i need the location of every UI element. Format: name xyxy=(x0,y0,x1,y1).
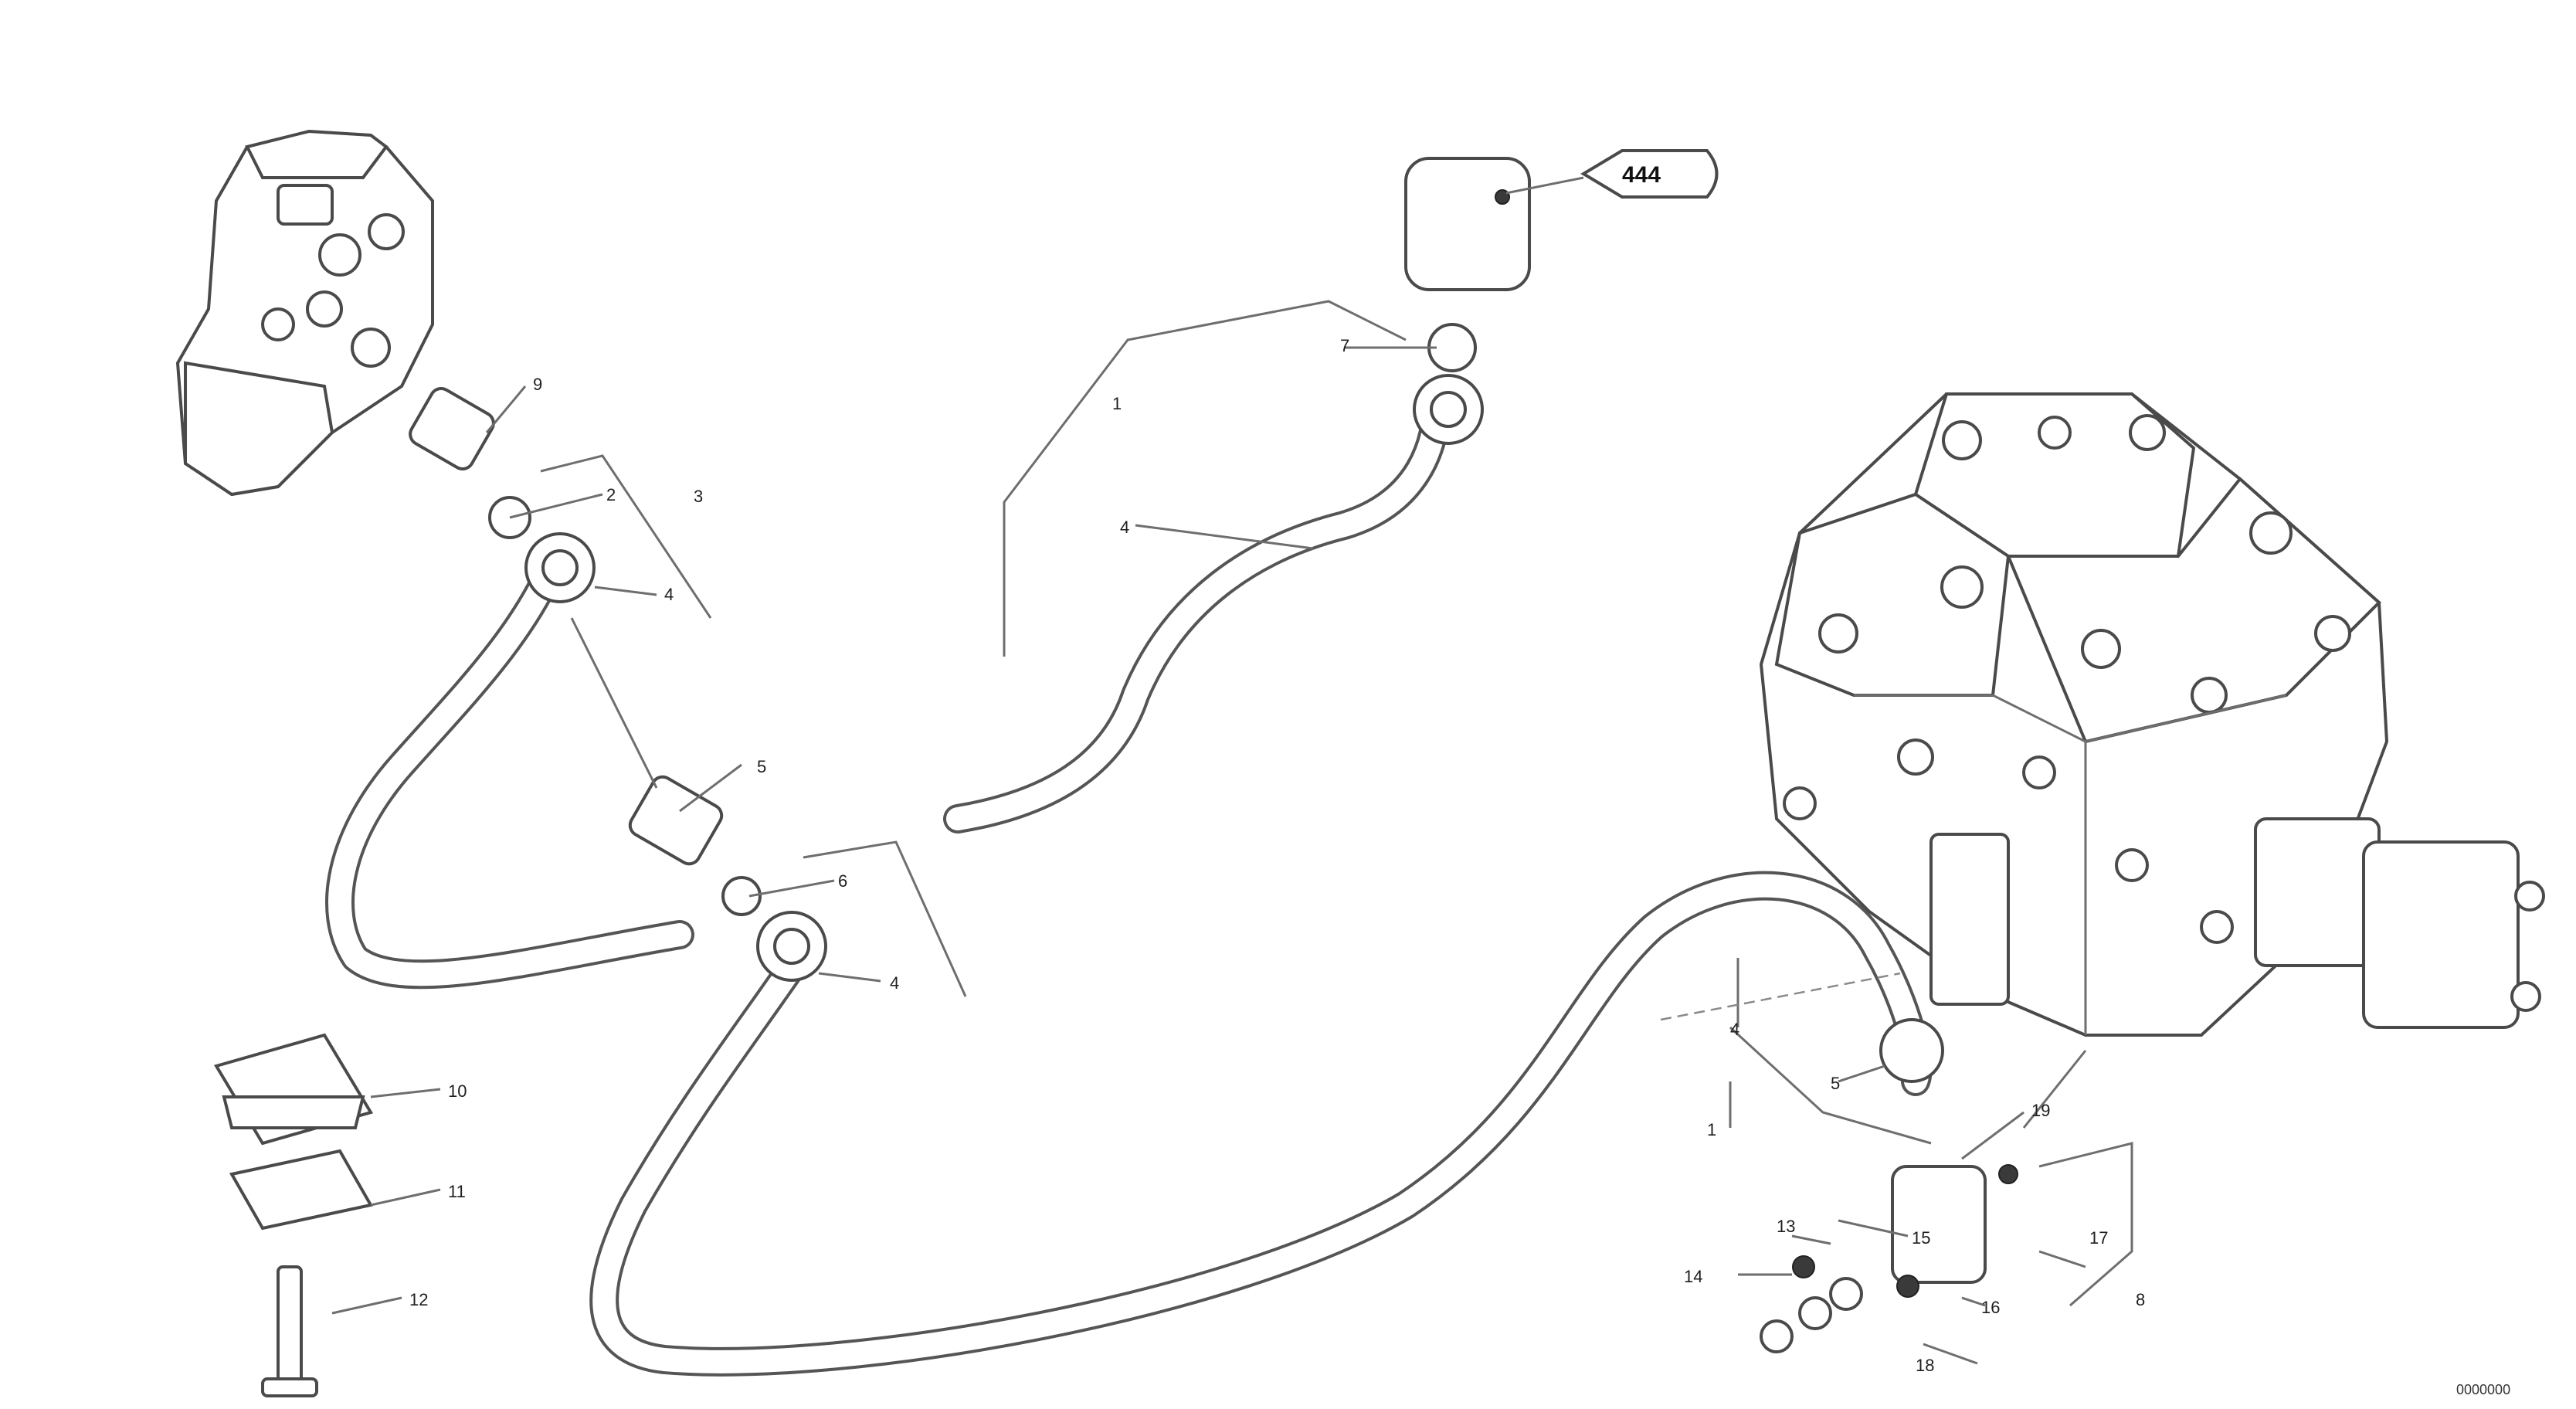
callout-label: 16 xyxy=(1981,1298,2000,1317)
pipe-left xyxy=(325,542,694,990)
reference-tag-text: 444 xyxy=(1622,162,1661,188)
callout-label: 19 xyxy=(2031,1101,2050,1120)
callout-label: 3 xyxy=(694,487,703,506)
pipe-lower xyxy=(589,871,1933,1377)
callout-label: 1 xyxy=(1112,394,1122,413)
callout-label: 14 xyxy=(1684,1267,1702,1286)
callout-label: 1 xyxy=(1707,1120,1716,1139)
valve-block xyxy=(1759,392,2545,1037)
pipe-upper xyxy=(943,387,1451,834)
callout-label: 12 xyxy=(409,1290,428,1309)
callout-label: 4 xyxy=(1730,1020,1739,1039)
callout-label: 2 xyxy=(606,485,616,504)
callout-label: 4 xyxy=(664,585,674,604)
callout-label: 4 xyxy=(1120,518,1129,537)
callout-label: 10 xyxy=(448,1081,467,1101)
callout-label: 5 xyxy=(1831,1074,1840,1093)
callout-label: 4 xyxy=(890,973,899,993)
callout-label: 6 xyxy=(838,871,847,891)
callout-label: 5 xyxy=(757,757,766,776)
callout-label: 18 xyxy=(1916,1356,1934,1375)
steering-unit xyxy=(175,129,434,497)
callout-label: 13 xyxy=(1777,1217,1795,1236)
callout-label: 11 xyxy=(448,1182,466,1201)
callout-labels: 9 2 3 4 5 6 4 1 7 4 1 5 4 8 10 11 12 13 … xyxy=(409,336,2145,1375)
drawing-code: 0000000 xyxy=(2456,1382,2510,1397)
callout-label: 15 xyxy=(1912,1228,1930,1248)
callout-label: 17 xyxy=(2089,1228,2108,1248)
callout-label: 7 xyxy=(1340,336,1349,355)
leader-lines xyxy=(331,176,2133,1365)
clamp-assembly xyxy=(213,1033,374,1397)
callout-label: 9 xyxy=(533,375,542,394)
reference-tag: 444 xyxy=(1580,149,1719,199)
callout-label: 8 xyxy=(2136,1290,2145,1309)
